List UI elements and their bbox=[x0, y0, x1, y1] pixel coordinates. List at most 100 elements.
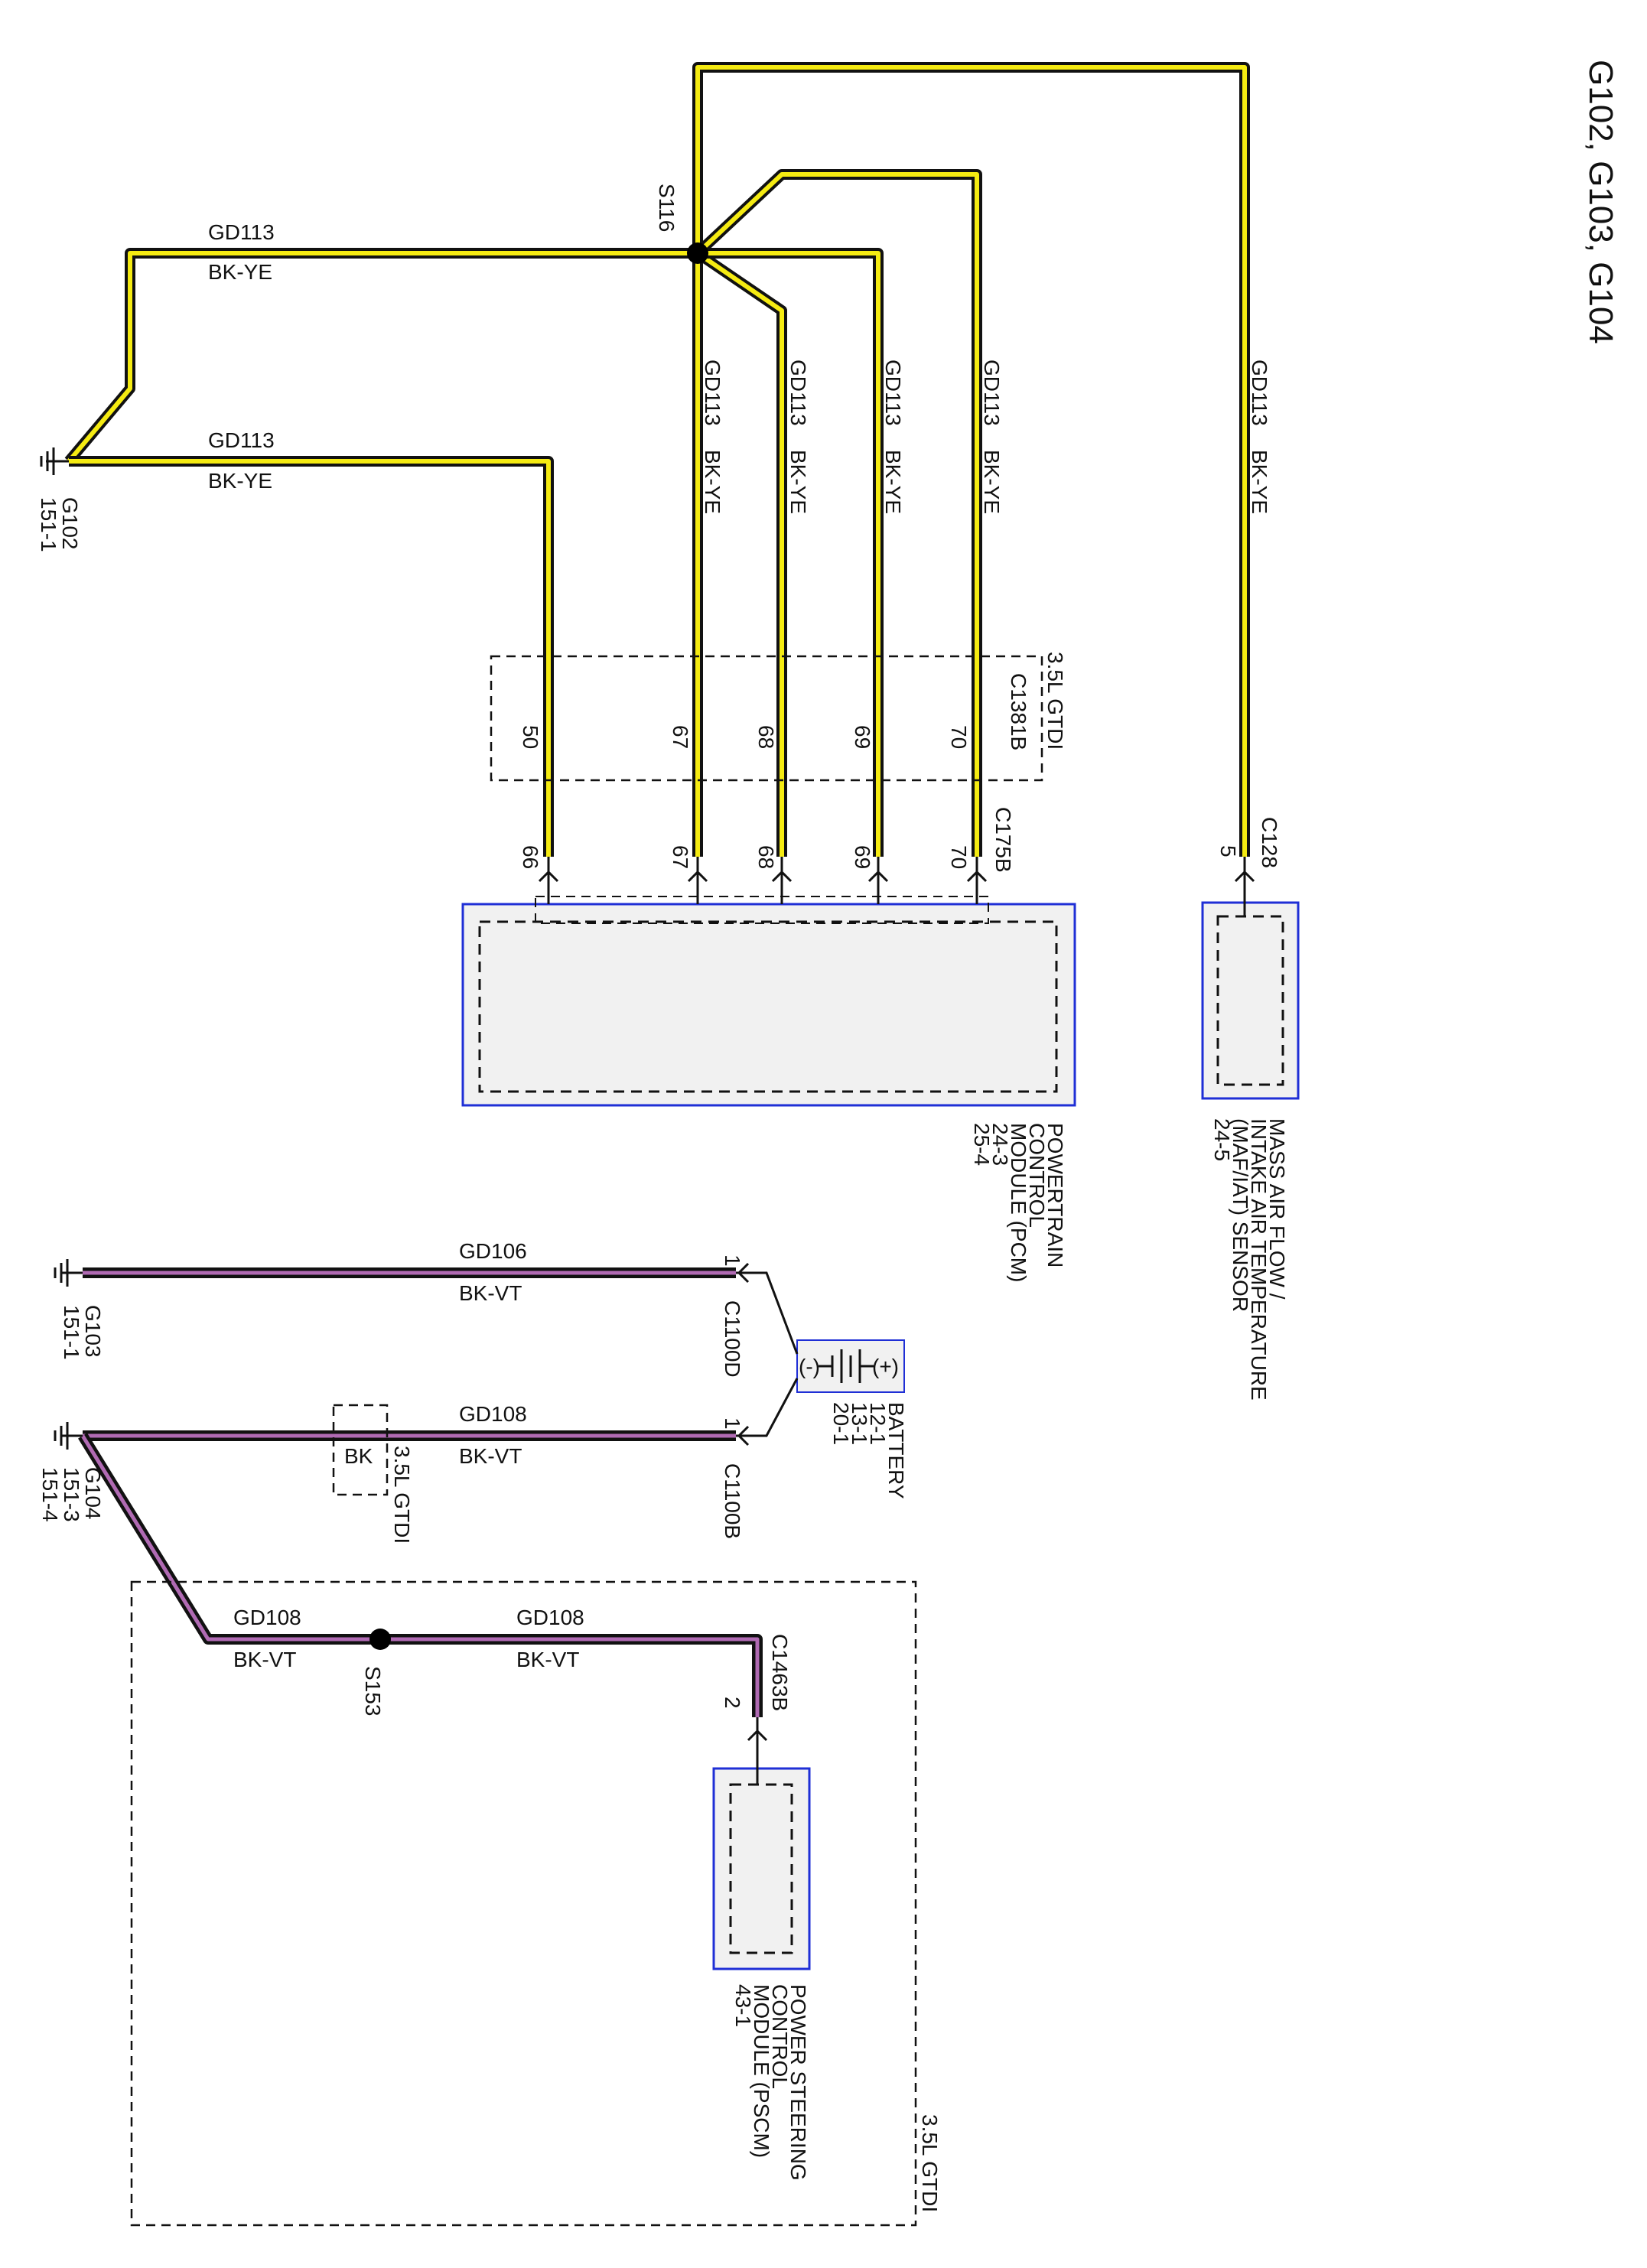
ground-g103-label: G103 bbox=[81, 1305, 105, 1358]
bk-option-label: 3.5L GTDI bbox=[390, 1446, 414, 1544]
pcm-pin67-terminal-icon bbox=[687, 857, 708, 904]
c1381b-pin-label: 70 bbox=[947, 725, 971, 749]
title-label: G102, G103, G104 bbox=[1582, 60, 1619, 344]
wire-color-bk-vt-right: BK-VT bbox=[516, 1648, 579, 1671]
wire-color-bk-ye-g102: BK-YE bbox=[208, 469, 272, 493]
c175b-pin-label: 68 bbox=[754, 845, 778, 869]
wires-bk-ye bbox=[64, 62, 1250, 857]
wire-color-bk-ye-maf: BK-YE bbox=[1248, 450, 1271, 514]
battery-plus-label: (+) bbox=[872, 1355, 899, 1378]
ground-g102-label: G102 bbox=[58, 497, 82, 550]
c1463b-pin-label: 2 bbox=[721, 1697, 744, 1709]
c1100d-terminal-icon bbox=[736, 1262, 799, 1355]
wire-label-gd113-top: GD113 bbox=[208, 220, 275, 244]
c175b-pin-label: 70 bbox=[947, 845, 971, 869]
wire-color-bk-ye-pin69: BK-YE bbox=[881, 450, 905, 514]
maf-label-line2: INTAKE AIR TEMPERATURE bbox=[1247, 1118, 1271, 1401]
wire-label-gd108-right: GD108 bbox=[516, 1606, 584, 1629]
c1100d-label: C1100D bbox=[721, 1300, 744, 1378]
battery-minus-label: (-) bbox=[799, 1355, 820, 1378]
pscm-label-line3: MODULE (PSCM) bbox=[750, 1984, 773, 2158]
maf-ref: 24-5 bbox=[1210, 1118, 1234, 1161]
pscm-label-line2: CONTROL bbox=[768, 1984, 792, 2089]
c1381b-option-box bbox=[490, 655, 1043, 782]
battery-ref3: 20-1 bbox=[829, 1402, 853, 1445]
maf-label-line3: (MAF/IAT) SENSOR bbox=[1229, 1118, 1252, 1312]
wire-color-bk-vt-gd108-battery: BK-VT bbox=[459, 1444, 522, 1468]
pcm-pin70-terminal-icon bbox=[966, 857, 988, 904]
c1100b-terminal-icon bbox=[736, 1378, 799, 1446]
ground-g102-icon bbox=[40, 447, 69, 475]
maf-label-line1: MASS AIR FLOW / bbox=[1265, 1118, 1289, 1300]
c1381b-option-label: 3.5L GTDI bbox=[1043, 652, 1067, 750]
maf-pin5-terminal-icon bbox=[1234, 857, 1255, 916]
ground-g104-ref1: 151-3 bbox=[60, 1467, 83, 1522]
c128-label: C128 bbox=[1258, 817, 1281, 868]
pscm-ref: 43-1 bbox=[731, 1984, 755, 2027]
c1381b-pin-label: 69 bbox=[851, 725, 874, 749]
pcm-ref2: 25-4 bbox=[970, 1123, 994, 1166]
maf-sensor-module bbox=[1201, 901, 1300, 1100]
wire-label-gd113-maf: GD113 bbox=[1248, 360, 1271, 426]
wire-gd113-pin69 bbox=[698, 248, 884, 857]
pscm-label-line1: POWER STEERING bbox=[786, 1984, 810, 2181]
wire-label-gd113-g102: GD113 bbox=[208, 428, 275, 452]
wire-gd113-to-maf bbox=[692, 62, 1250, 857]
c175b-connector-outline bbox=[535, 896, 989, 924]
pcm-ref1: 24-3 bbox=[988, 1123, 1012, 1166]
wire-gd113-g102-to-s116 bbox=[64, 248, 694, 465]
c175b-pin-label: 69 bbox=[851, 845, 874, 869]
wires-bk-vt bbox=[78, 1267, 763, 1717]
c175b-pin-label: 66 bbox=[519, 845, 542, 869]
pcm-pin66-terminal-icon bbox=[538, 857, 559, 904]
wire-gd113-pin68 bbox=[695, 249, 787, 857]
ground-g104-icon bbox=[54, 1422, 83, 1450]
battery-ref1: 12-1 bbox=[866, 1402, 890, 1445]
pscm-option-label: 3.5L GTDI bbox=[918, 2114, 942, 2212]
wire-gd113-pin70 bbox=[694, 169, 982, 857]
c128-pin-label: 5 bbox=[1216, 845, 1240, 857]
battery bbox=[796, 1339, 905, 1393]
wire-label-gd113-pin70: GD113 bbox=[980, 360, 1004, 426]
splice-s153 bbox=[369, 1629, 391, 1650]
wire-gd113-g102-to-pin66 bbox=[69, 456, 554, 857]
battery-ref2: 13-1 bbox=[848, 1402, 871, 1445]
wire-color-bk-ye-pin67: BK-YE bbox=[701, 450, 724, 514]
ground-g102-ref: 151-1 bbox=[37, 497, 60, 552]
c1381b-pin-label: 50 bbox=[519, 725, 542, 749]
wire-color-bk-vt-gd106: BK-VT bbox=[459, 1281, 522, 1305]
pscm-pin2-terminal-icon bbox=[747, 1717, 768, 1785]
pcm-pin69-terminal-icon bbox=[867, 857, 889, 904]
wire-color-bk-ye-top: BK-YE bbox=[208, 260, 272, 284]
c1100b-pin-label: 1 bbox=[721, 1417, 744, 1430]
battery-name: BATTERY bbox=[884, 1402, 908, 1499]
c1381b-label: C1381B bbox=[1007, 673, 1030, 750]
pcm-label-line2: CONTROL bbox=[1025, 1123, 1049, 1228]
bk-option-box bbox=[332, 1404, 389, 1496]
c1100d-pin-label: 1 bbox=[721, 1254, 744, 1267]
wire-label-gd108-battery: GD108 bbox=[459, 1402, 527, 1426]
c1381b-pin-label: 67 bbox=[669, 725, 692, 749]
wire-gd108-pscm bbox=[78, 1433, 763, 1717]
ground-g104-label: G104 bbox=[81, 1467, 105, 1520]
wire-label-gd106: GD106 bbox=[459, 1239, 527, 1263]
bk-label: BK bbox=[344, 1444, 373, 1468]
battery-icon bbox=[819, 1349, 874, 1383]
c175b-label: C175B bbox=[991, 807, 1015, 873]
pscm-option-box bbox=[130, 1580, 917, 2227]
c175b-pin-label: 67 bbox=[669, 845, 692, 869]
wire-color-bk-vt-left: BK-VT bbox=[233, 1648, 296, 1671]
pcm-label-line1: POWERTRAIN bbox=[1043, 1123, 1067, 1267]
ground-g104-ref2: 151-4 bbox=[38, 1467, 62, 1522]
wire-label-gd113-pin69: GD113 bbox=[881, 360, 905, 426]
page-title: G102, G103, G104 bbox=[1582, 60, 1619, 344]
pcm-pin68-terminal-icon bbox=[771, 857, 793, 904]
splice-s153-label: S153 bbox=[361, 1666, 385, 1716]
ground-g103-ref: 151-1 bbox=[60, 1305, 83, 1360]
ground-g103-icon bbox=[54, 1259, 83, 1287]
c1463b-label: C1463B bbox=[768, 1634, 792, 1711]
wire-label-gd108-left: GD108 bbox=[233, 1606, 301, 1629]
wire-label-gd113-pin67: GD113 bbox=[701, 360, 724, 426]
wire-color-bk-ye-pin68: BK-YE bbox=[786, 450, 810, 514]
